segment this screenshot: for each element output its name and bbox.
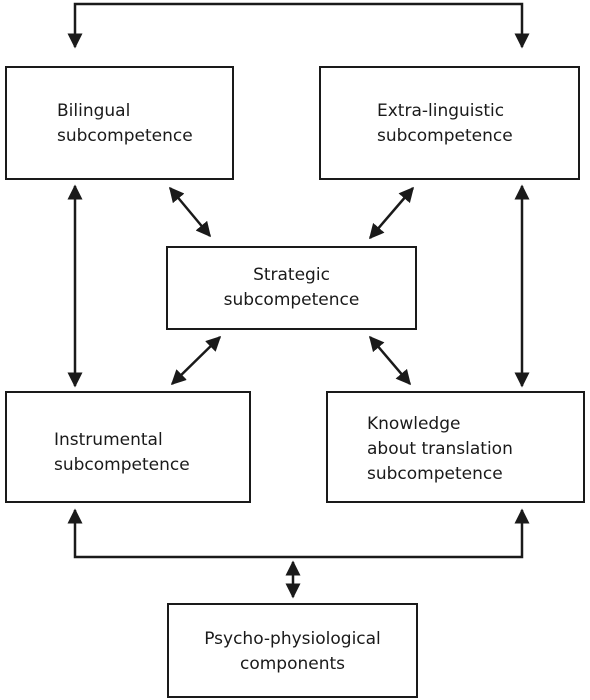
strategic-label: Strategic subcompetence [168, 263, 415, 313]
instrumental-label-line-2: subcompetence [54, 455, 190, 475]
strategic-label-line-2: subcompetence [223, 290, 360, 310]
knowledge-label-line-3: subcompetence [367, 464, 503, 484]
bilingual-label: Bilingual subcompetence [57, 99, 193, 149]
bilingual-label-line-1: Bilingual [57, 101, 131, 121]
psycho-label-line-2: components [239, 654, 346, 674]
psycho-physiological-components-box: Psycho-physiological components [167, 603, 418, 698]
extra-strategic-arrow [369, 186, 414, 240]
bilingual-strategic-arrow [169, 186, 211, 238]
strategic-label-line-1: Strategic [253, 265, 330, 285]
bilingual-label-line-2: subcompetence [57, 126, 193, 146]
psycho-label-line-1: Psycho-physiological [204, 629, 381, 649]
bilingual-subcompetence-box: Bilingual subcompetence [5, 66, 234, 180]
psycho-label: Psycho-physiological components [169, 627, 416, 677]
strategic-instrumental-arrow [170, 335, 222, 386]
knowledge-label-line-1: Knowledge [367, 414, 461, 434]
extra-linguistic-label-line-2: subcompetence [377, 126, 513, 146]
extra-linguistic-subcompetence-box: Extra-linguistic subcompetence [319, 66, 580, 180]
bottom-loop-connector [67, 508, 530, 559]
extra-linguistic-label-line-1: Extra-linguistic [377, 101, 505, 121]
strategic-knowledge-arrow [369, 335, 411, 386]
strategic-subcompetence-box: Strategic subcompetence [166, 246, 417, 330]
knowledge-label-line-2: about translation [367, 439, 513, 459]
top-loop-connector [67, 2, 530, 49]
instrumental-subcompetence-box: Instrumental subcompetence [5, 391, 251, 503]
knowledge-label: Knowledge about translation subcompetenc… [367, 412, 513, 487]
instrumental-label-line-1: Instrumental [54, 430, 163, 450]
extra-linguistic-label: Extra-linguistic subcompetence [377, 99, 513, 149]
instrumental-label: Instrumental subcompetence [54, 428, 190, 478]
knowledge-about-translation-box: Knowledge about translation subcompetenc… [326, 391, 585, 503]
